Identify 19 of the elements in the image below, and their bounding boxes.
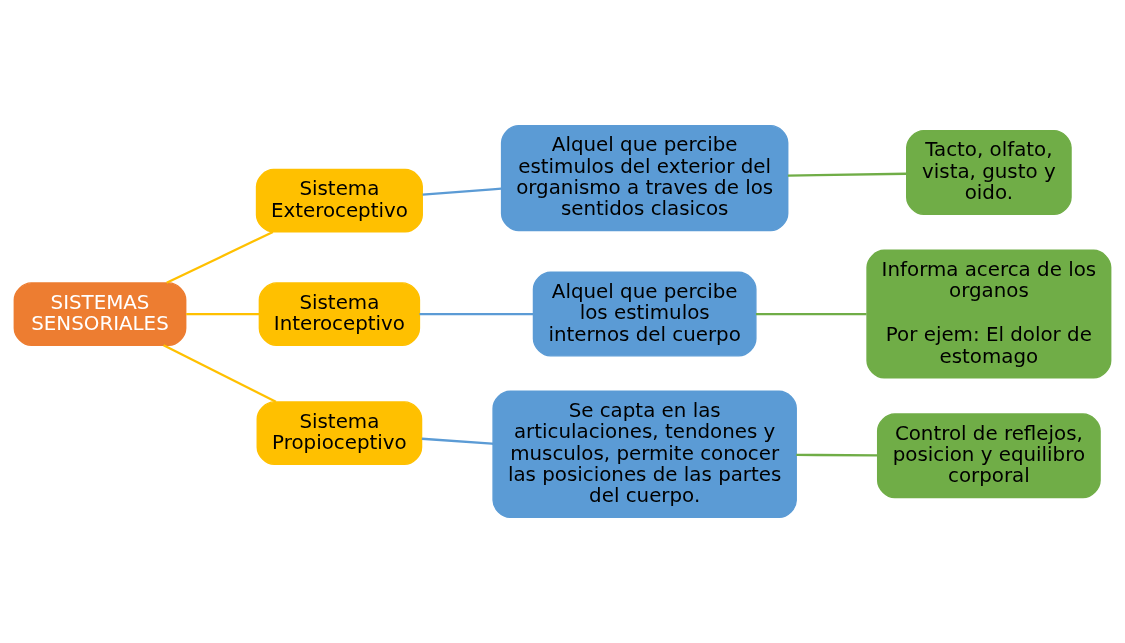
connector: [166, 230, 274, 284]
node-box: Sistema Interoceptivo: [258, 282, 421, 346]
node-box: Se capta en las articulaciones, tendones y musculos, permite conocer las posiciones de las partes del cuerpo.: [492, 390, 797, 519]
node-box: Tacto, olfato, vista, gusto y oido.: [906, 129, 1072, 215]
node-box: SISTEMAS SENSORIALES: [13, 282, 187, 346]
connector: [421, 437, 494, 445]
connector: [787, 172, 907, 177]
connector: [419, 312, 534, 316]
connector: [755, 312, 867, 316]
node-box: Sistema Propioceptivo: [256, 401, 423, 465]
connector: [163, 344, 277, 403]
node-box: Sistema Exteroceptivo: [255, 168, 423, 233]
node-box: Alquel que percibe los estimulos internos del cuerpo: [532, 271, 757, 357]
node-box: Control de reflejos, posicion y equilibro corporal: [876, 413, 1101, 499]
node-box: Alquel que percibe estimulos del exterior del organismo a traves de los sentidos clasicos: [500, 124, 789, 232]
node-box: Informa acerca de los organos Por ejem: El dolor de estomago: [866, 249, 1112, 379]
connector: [796, 453, 878, 457]
connector: [422, 187, 502, 196]
connector: [186, 312, 260, 316]
